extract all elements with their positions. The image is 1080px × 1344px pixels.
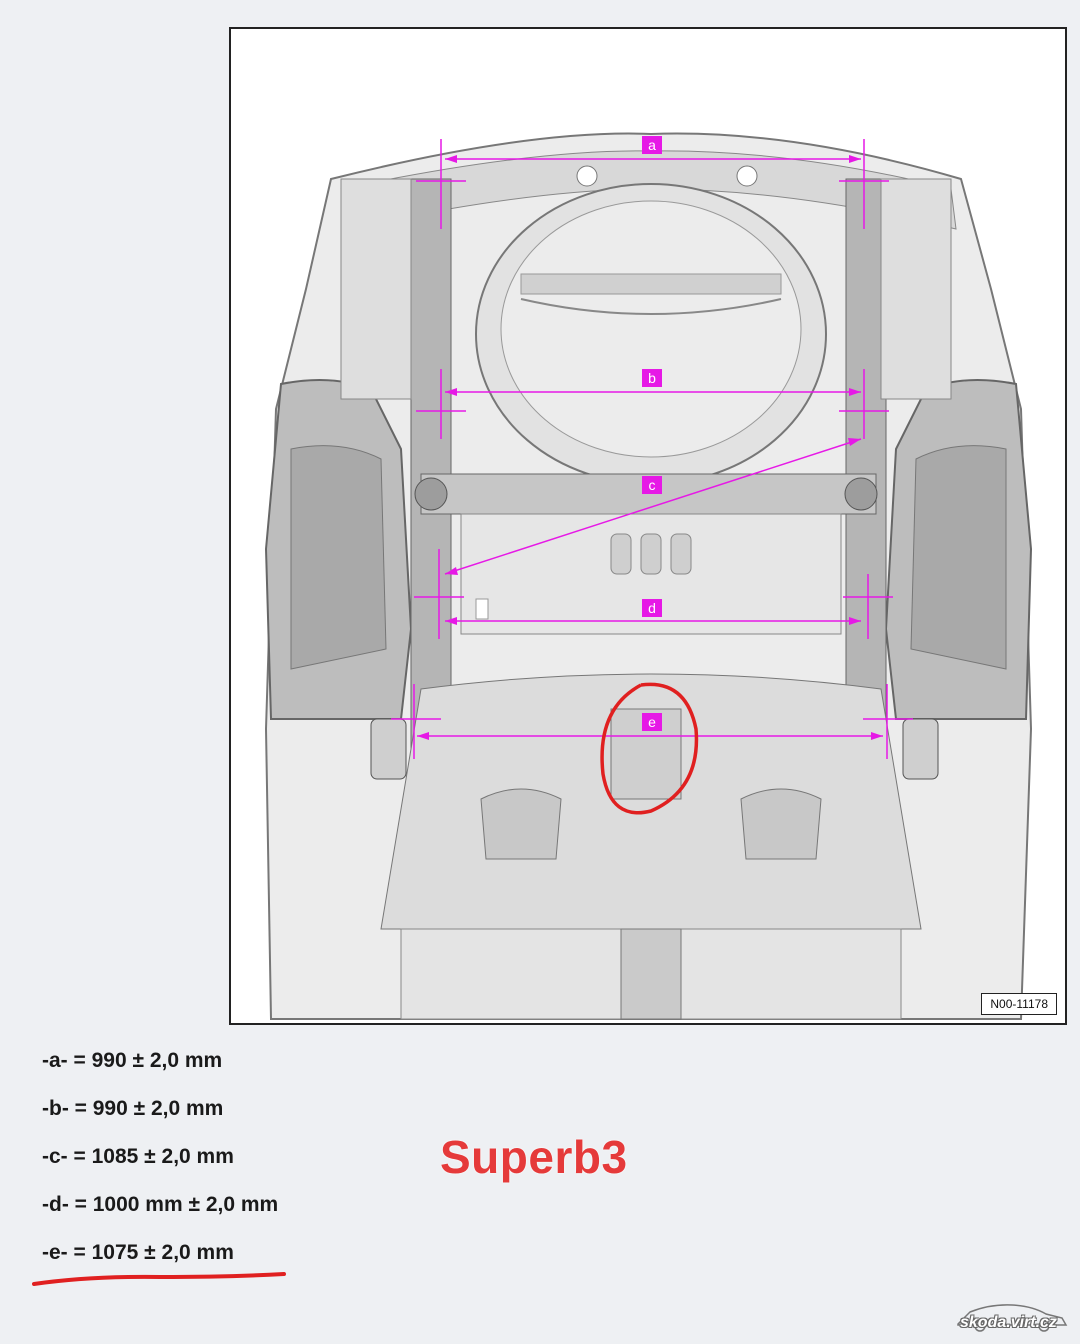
seat-pocket-right <box>740 788 822 860</box>
spec-list: -a- = 990 ± 2,0 mm -b- = 990 ± 2,0 mm -c… <box>42 1046 278 1286</box>
watermark-text: skoda.virt.cz <box>960 1314 1057 1331</box>
measurement-markers <box>391 139 913 759</box>
label-d-badge <box>642 599 662 617</box>
label-d: d <box>648 600 656 616</box>
label-c-badge <box>642 476 662 494</box>
car-logo-icon <box>957 1304 1068 1332</box>
label-a: a <box>648 137 656 153</box>
label-b-badge <box>642 369 662 387</box>
handwritten-underline <box>32 1272 286 1286</box>
label-e-badge <box>642 713 662 731</box>
spec-a: -a- = 990 ± 2,0 mm <box>42 1049 223 1072</box>
label-a-badge <box>642 136 662 154</box>
spec-d: -d- = 1000 mm ± 2,0 mm <box>42 1193 279 1216</box>
spec-c: -c- = 1085 ± 2,0 mm <box>42 1145 234 1168</box>
underbody-drawing: a b c d e <box>264 132 1033 1020</box>
highlight-circle <box>600 682 699 815</box>
underbody-diagram: a b c d e N00-11178 <box>229 27 1067 1025</box>
seat-pocket-left <box>480 788 562 860</box>
figure-code: N00-11178 <box>981 993 1057 1015</box>
spec-b: -b- = 990 ± 2,0 mm <box>42 1097 224 1120</box>
model-label: Superb3 <box>440 1131 628 1183</box>
label-c: c <box>649 477 656 493</box>
dimension-labels: a b c d e <box>642 136 662 731</box>
label-e: e <box>648 714 656 730</box>
label-b: b <box>648 370 656 386</box>
spec-e: -e- = 1075 ± 2,0 mm <box>42 1241 234 1264</box>
